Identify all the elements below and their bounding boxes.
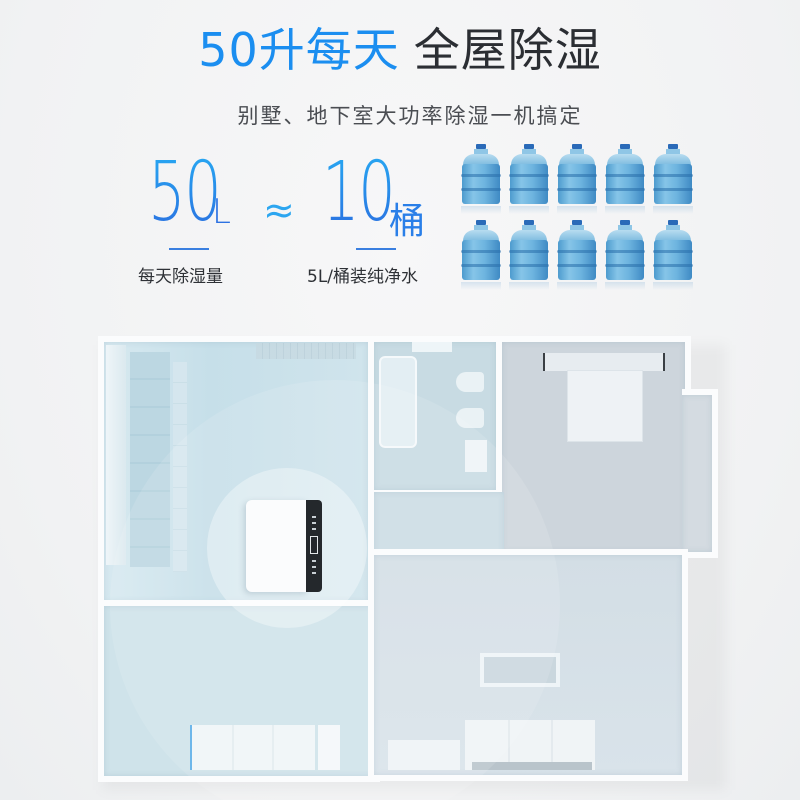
capacity-unit: L xyxy=(212,192,231,232)
capacity-stat: 50 xyxy=(148,152,248,234)
water-bottle-icon xyxy=(557,144,597,214)
indicator-light-icon xyxy=(312,522,316,524)
bed xyxy=(567,370,643,442)
indicator-light-icon xyxy=(312,560,316,562)
kitchen-counter xyxy=(106,345,126,565)
side-table xyxy=(318,725,340,770)
water-bottle-icon xyxy=(653,144,693,214)
capacity-underline xyxy=(169,248,209,250)
equivalent-label: 5L/桶装纯净水 xyxy=(307,267,419,287)
water-bottles-grid xyxy=(458,140,708,300)
kitchen-upper-cabinets xyxy=(173,362,187,572)
kitchen-cabinets xyxy=(130,352,170,567)
dehumidifier-device xyxy=(246,500,324,592)
digital-display-icon xyxy=(310,536,318,554)
room-bedroom-alcove xyxy=(682,389,718,558)
water-bottle-icon xyxy=(605,220,645,290)
water-bottle-icon xyxy=(605,144,645,214)
bathroom-window xyxy=(412,342,452,352)
water-bottle-icon xyxy=(461,144,501,214)
water-bottle-icon xyxy=(509,144,549,214)
equivalent-unit: 桶 xyxy=(389,201,426,242)
bathroom-cabinet xyxy=(465,440,487,472)
bidet xyxy=(456,408,484,428)
water-bottle-icon xyxy=(557,220,597,290)
equivalent-stat: 10 xyxy=(322,152,422,234)
equivalent-underline xyxy=(356,248,396,250)
indicator-light-icon xyxy=(312,572,316,574)
capacity-value: 50 xyxy=(148,145,222,240)
approx-symbol: ≈ xyxy=(263,188,295,232)
dehumidifier-body xyxy=(246,500,308,592)
water-bottle-icon xyxy=(461,220,501,290)
bathtub xyxy=(379,356,417,448)
ottoman xyxy=(388,740,460,770)
indicator-light-icon xyxy=(312,528,316,530)
headline-whole-house: 全屋除湿 xyxy=(413,23,602,77)
living-sofa xyxy=(465,720,595,770)
subheadline: 别墅、地下室大功率除湿一机搞定 xyxy=(237,104,583,128)
kitchen-stove xyxy=(256,343,356,359)
living-sofa-base xyxy=(472,762,592,770)
dining-sofa xyxy=(190,725,315,770)
room-hallway xyxy=(374,492,504,558)
headline-capacity: 50升每天 xyxy=(198,23,400,77)
water-bottle-icon xyxy=(653,220,693,290)
tv-cabinet xyxy=(480,653,560,687)
headline: 50升每天全屋除湿 xyxy=(0,22,800,78)
toilet xyxy=(456,372,484,392)
indicator-light-icon xyxy=(312,516,316,518)
equivalent-value: 10 xyxy=(322,145,396,240)
dehumidifier-control-panel xyxy=(306,500,322,592)
water-bottle-icon xyxy=(509,220,549,290)
indicator-light-icon xyxy=(312,566,316,568)
capacity-label: 每天除湿量 xyxy=(138,267,223,287)
bed-headboard xyxy=(543,353,665,371)
